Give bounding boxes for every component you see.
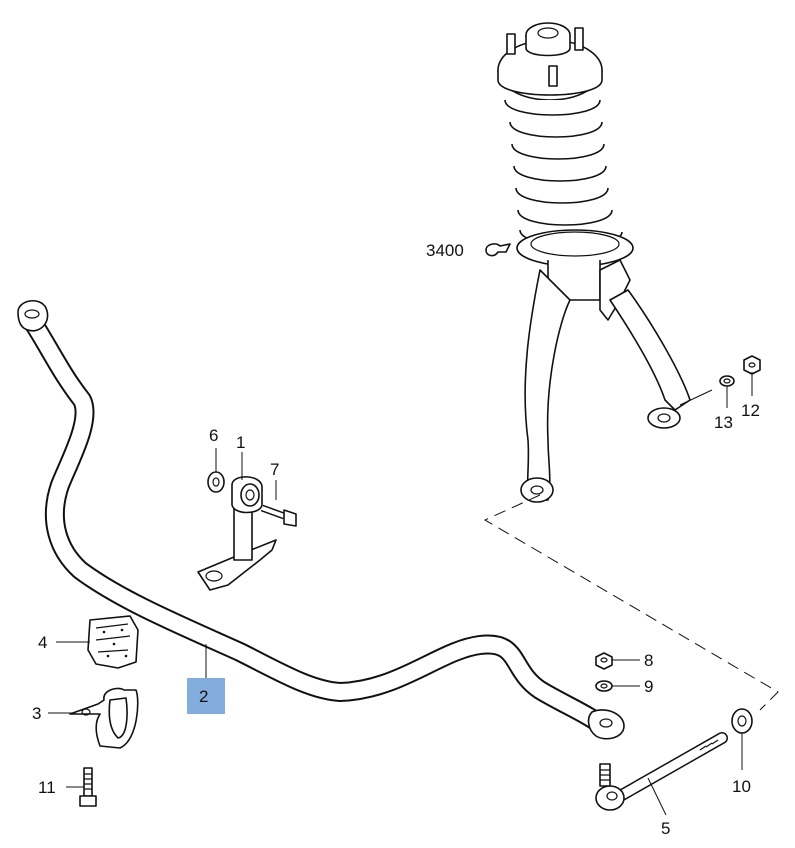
callout-13[interactable]: 13: [714, 413, 733, 432]
strut-assembly[interactable]: [497, 22, 713, 503]
callout-1[interactable]: 1: [236, 433, 245, 452]
nut-12[interactable]: [743, 355, 761, 375]
callout-12[interactable]: 12: [741, 401, 760, 420]
washer-13[interactable]: [719, 375, 735, 387]
bracket-1[interactable]: [197, 476, 277, 591]
highlight-box: [187, 678, 225, 714]
callout-3400[interactable]: 3400: [426, 241, 464, 260]
bolt-11[interactable]: [79, 767, 97, 807]
callout-5[interactable]: 5: [661, 819, 670, 838]
callout-10[interactable]: 10: [732, 777, 751, 796]
bushing-4[interactable]: [87, 615, 139, 669]
stabilizer-bar[interactable]: [17, 300, 625, 740]
assembly-dashed-line: [483, 494, 779, 711]
bolt-7[interactable]: [260, 504, 297, 527]
reference-arrow-icon: [485, 243, 511, 257]
callout-7[interactable]: 7: [270, 460, 279, 479]
coil-spring: [504, 99, 623, 247]
leader-lines: [48, 372, 753, 816]
callout-2[interactable]: 2: [199, 687, 208, 706]
callout-4[interactable]: 4: [38, 633, 47, 652]
washer-10[interactable]: [731, 708, 753, 734]
link-5[interactable]: [595, 732, 728, 811]
callout-9[interactable]: 9: [644, 677, 653, 696]
nut-6[interactable]: [207, 471, 225, 493]
washer-9[interactable]: [595, 680, 613, 692]
callout-8[interactable]: 8: [644, 651, 653, 670]
nut-8[interactable]: [595, 652, 613, 670]
callout-3[interactable]: 3: [32, 704, 41, 723]
clamp-3[interactable]: [69, 687, 139, 749]
callout-6[interactable]: 6: [209, 426, 218, 445]
callout-11[interactable]: 11: [38, 778, 56, 797]
